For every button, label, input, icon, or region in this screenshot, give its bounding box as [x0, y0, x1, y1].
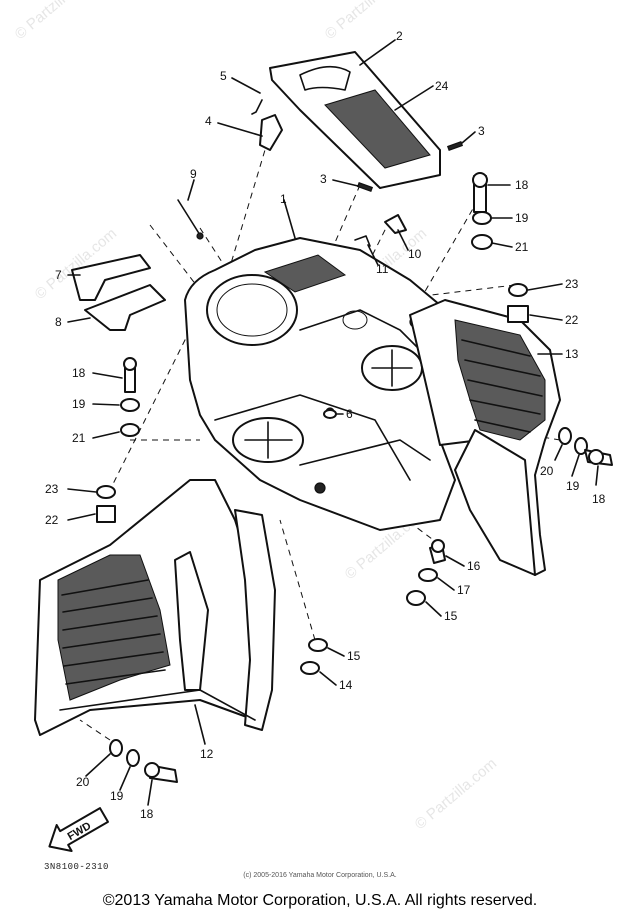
- callout-21a: 21: [515, 240, 529, 254]
- callout-20b: 20: [76, 775, 90, 789]
- callout-12: 12: [200, 747, 214, 761]
- right-fasteners: [471, 172, 613, 466]
- callout-23b: 23: [45, 482, 59, 496]
- leader-lines: [67, 39, 599, 806]
- top-cover-part-2: [269, 51, 441, 189]
- callout-6: 6: [346, 407, 353, 421]
- callout-labels: 2 24 5 4 3 3 9 1 18 19 21 10 11 7 8 23 2…: [45, 29, 606, 821]
- right-grille-part-13: [409, 299, 561, 576]
- callout-22b: 22: [45, 513, 59, 527]
- parts-diagram: © Partzilla.com © Partzilla.com © Partzi…: [12, 0, 613, 852]
- callout-3b: 3: [320, 172, 327, 186]
- callout-18a: 18: [515, 178, 529, 192]
- callout-11: 11: [376, 262, 389, 276]
- callout-18d: 18: [140, 807, 154, 821]
- callout-3a: 3: [478, 124, 485, 138]
- small-copyright: (c) 2005-2016 Yamaha Motor Corporation, …: [243, 872, 397, 879]
- small-fasteners: [177, 99, 464, 247]
- callout-1: 1: [280, 192, 287, 206]
- callout-5: 5: [220, 69, 227, 83]
- callout-15b: 15: [347, 649, 361, 663]
- callout-17: 17: [457, 583, 471, 597]
- callout-13: 13: [565, 347, 579, 361]
- watermark-1: © Partzilla.com: [12, 0, 100, 43]
- callout-9: 9: [190, 167, 197, 181]
- front-panel-part-1: [184, 237, 456, 531]
- callout-20a: 20: [540, 464, 554, 478]
- callout-19c: 19: [566, 479, 580, 493]
- fwd-arrow: FWD: [48, 807, 109, 852]
- callout-22a: 22: [565, 313, 579, 327]
- watermark-6: © Partzilla.com: [412, 755, 500, 833]
- center-fasteners: [300, 409, 446, 675]
- callout-7: 7: [55, 268, 62, 282]
- callout-4: 4: [205, 114, 212, 128]
- callout-16: 16: [467, 559, 481, 573]
- left-fasteners: [96, 357, 140, 523]
- callout-19b: 19: [72, 397, 86, 411]
- footer-copyright: ©2013 Yamaha Motor Corporation, U.S.A. A…: [102, 892, 538, 909]
- left-grille-part-12: [34, 479, 276, 736]
- callout-19d: 19: [110, 789, 124, 803]
- callout-14: 14: [339, 678, 353, 692]
- callout-19a: 19: [515, 211, 529, 225]
- callout-24: 24: [435, 79, 449, 93]
- part-code: 3N8100-2310: [44, 862, 109, 872]
- brackets-part-7-8: [71, 254, 166, 331]
- callout-18b: 18: [72, 366, 86, 380]
- callout-21b: 21: [72, 431, 86, 445]
- callout-10: 10: [408, 247, 422, 261]
- callout-2: 2: [396, 29, 403, 43]
- callout-18c: 18: [592, 492, 606, 506]
- callout-8: 8: [55, 315, 62, 329]
- callout-15a: 15: [444, 609, 458, 623]
- callout-23a: 23: [565, 277, 579, 291]
- bottom-fasteners: [109, 739, 178, 783]
